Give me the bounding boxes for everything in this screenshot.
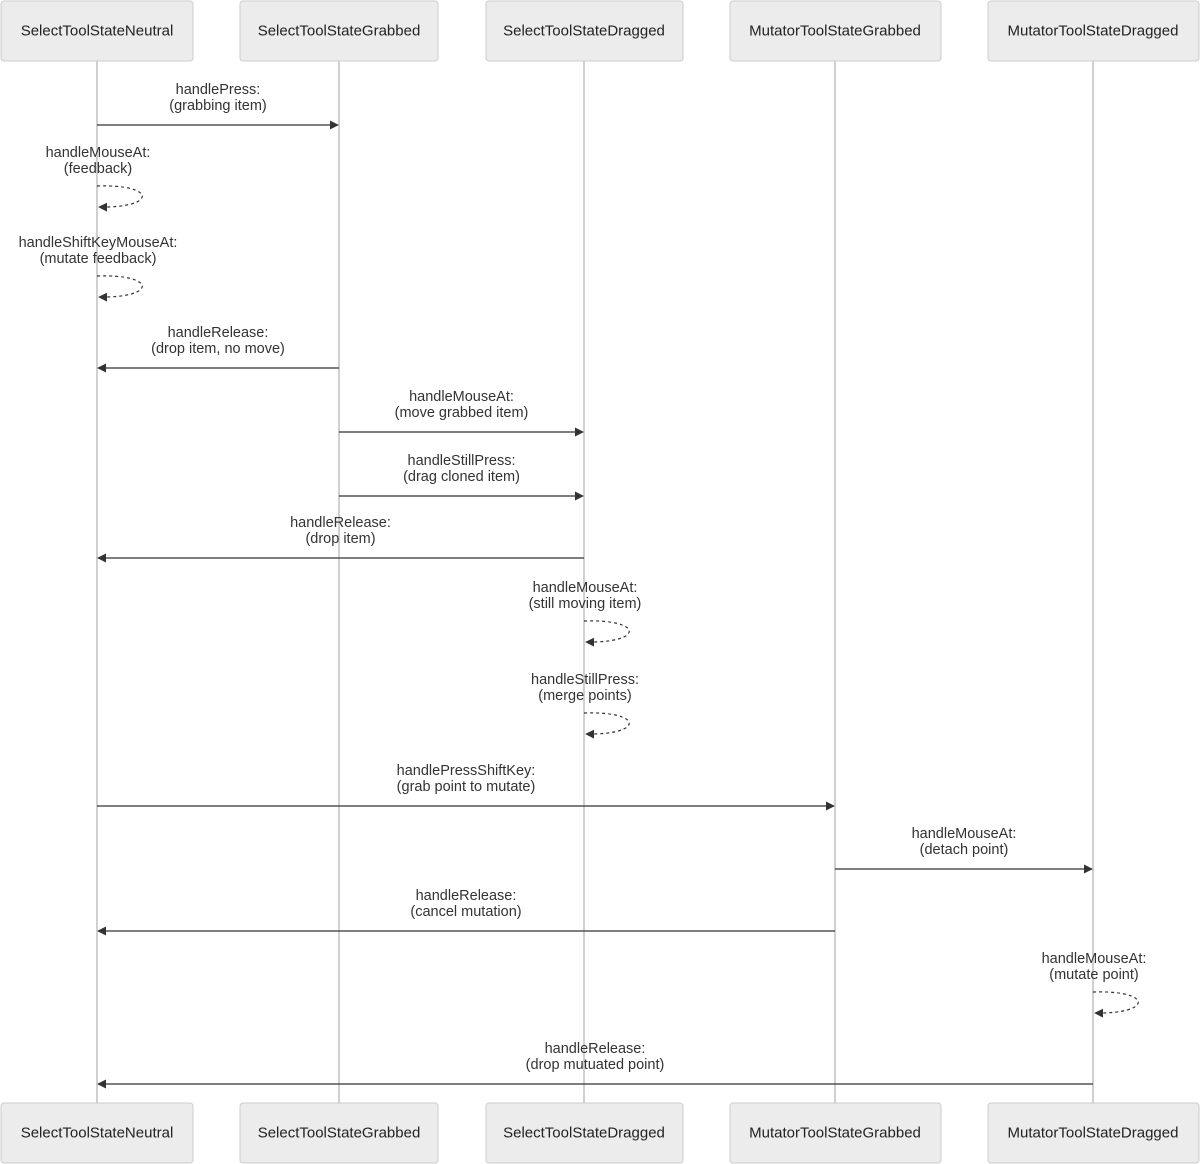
message: handleStillPress:(merge points) xyxy=(531,672,639,739)
actor-box xyxy=(485,0,684,62)
message-label: handleStillPress: xyxy=(531,672,639,688)
actor-top: SelectToolStateGrabbed xyxy=(239,0,439,62)
message-label: handleRelease: xyxy=(168,325,269,341)
actor-box xyxy=(987,1102,1200,1164)
actor-label: SelectToolStateDragged xyxy=(503,1125,665,1142)
actor-bottom: SelectToolStateNeutral xyxy=(0,1102,194,1164)
message: handleRelease:(drop item) xyxy=(97,515,584,563)
message-label: handleRelease: xyxy=(545,1041,646,1057)
actor-box xyxy=(0,0,194,62)
actor-bottom: SelectToolStateDragged xyxy=(485,1102,684,1164)
message-label: handlePress: xyxy=(176,82,261,98)
actor-box xyxy=(239,1102,439,1164)
message: handleMouseAt:(mutate point) xyxy=(1042,951,1147,1018)
message-label: (merge points) xyxy=(538,688,631,704)
message: handleMouseAt:(detach point) xyxy=(835,826,1093,874)
actor-box xyxy=(987,0,1200,62)
message-label: (grab point to mutate) xyxy=(397,779,536,795)
message-label: handleMouseAt: xyxy=(46,145,151,161)
actor-bottom: MutatorToolStateGrabbed xyxy=(729,1102,942,1164)
message: handlePress:(grabbing item) xyxy=(97,82,339,130)
message-label: (drop item) xyxy=(305,531,375,547)
message-label: (still moving item) xyxy=(529,596,642,612)
message: handleMouseAt:(feedback) xyxy=(46,145,151,212)
actor-label: SelectToolStateNeutral xyxy=(21,23,174,40)
actor-label: MutatorToolStateGrabbed xyxy=(749,23,921,40)
message-label: handlePressShiftKey: xyxy=(397,763,536,779)
actor-box xyxy=(729,1102,942,1164)
message-label: (mutate feedback) xyxy=(40,251,157,267)
message-label: handleMouseAt: xyxy=(912,826,1017,842)
self-message-arrow xyxy=(96,185,143,212)
message-label: handleShiftKeyMouseAt: xyxy=(19,235,178,251)
message: handleShiftKeyMouseAt:(mutate feedback) xyxy=(19,235,178,302)
actor-top: MutatorToolStateDragged xyxy=(987,0,1200,62)
actors-bottom: SelectToolStateNeutral SelectToolStateGra… xyxy=(0,1102,1200,1164)
lifelines xyxy=(96,61,1094,1103)
message-label: (drop item, no move) xyxy=(151,341,285,357)
message-label: handleMouseAt: xyxy=(409,389,514,405)
actor-top: MutatorToolStateGrabbed xyxy=(729,0,942,62)
message: handleStillPress:(drag cloned item) xyxy=(339,453,584,501)
message-label: handleStillPress: xyxy=(408,453,516,469)
self-message-arrow xyxy=(96,275,143,302)
actor-label: SelectToolStateGrabbed xyxy=(258,1125,421,1142)
self-message-arrow xyxy=(1092,991,1139,1018)
actors-top: SelectToolStateNeutral SelectToolStateGra… xyxy=(0,0,1200,62)
actor-box xyxy=(239,0,439,62)
message-label: (move grabbed item) xyxy=(395,405,529,421)
message-label: handleMouseAt: xyxy=(533,580,638,596)
message-label: handleRelease: xyxy=(290,515,391,531)
message-label: (drag cloned item) xyxy=(403,469,520,485)
actor-box xyxy=(729,0,942,62)
message-label: (detach point) xyxy=(920,842,1009,858)
actor-top: SelectToolStateDragged xyxy=(485,0,684,62)
message: handleMouseAt:(still moving item) xyxy=(529,580,642,647)
message-label: (grabbing item) xyxy=(169,98,267,114)
message: handleRelease:(cancel mutation) xyxy=(97,888,835,936)
message-label: (drop mutuated point) xyxy=(526,1057,665,1073)
actor-label: SelectToolStateDragged xyxy=(503,23,665,40)
message-label: (cancel mutation) xyxy=(410,904,521,920)
actor-label: MutatorToolStateGrabbed xyxy=(749,1125,921,1142)
message: handleRelease:(drop mutuated point) xyxy=(97,1041,1093,1089)
actor-bottom: MutatorToolStateDragged xyxy=(987,1102,1200,1164)
message: handleMouseAt:(move grabbed item) xyxy=(339,389,584,437)
message: handlePressShiftKey:(grab point to mutat… xyxy=(97,763,835,811)
self-message-arrow xyxy=(583,712,630,739)
actor-box xyxy=(485,1102,684,1164)
message: handleRelease:(drop item, no move) xyxy=(97,325,339,373)
self-message-arrow xyxy=(583,620,630,647)
message-label: (mutate point) xyxy=(1049,967,1138,983)
actor-label: MutatorToolStateDragged xyxy=(1008,23,1179,40)
actor-box xyxy=(0,1102,194,1164)
actor-label: SelectToolStateNeutral xyxy=(21,1125,174,1142)
message-label: handleRelease: xyxy=(416,888,517,904)
actor-bottom: SelectToolStateGrabbed xyxy=(239,1102,439,1164)
message-label: handleMouseAt: xyxy=(1042,951,1147,967)
messages: handlePress:(grabbing item) handleMouseAt… xyxy=(19,82,1147,1089)
message-label: (feedback) xyxy=(64,161,133,177)
actor-top: SelectToolStateNeutral xyxy=(0,0,194,62)
actor-label: SelectToolStateGrabbed xyxy=(258,23,421,40)
actor-label: MutatorToolStateDragged xyxy=(1008,1125,1179,1142)
